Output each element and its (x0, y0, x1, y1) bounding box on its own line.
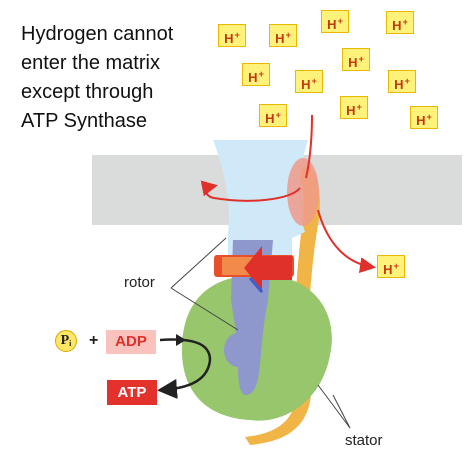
proton-box: H+ (340, 96, 368, 119)
proton-entry-line (305, 114, 313, 179)
proton-box: H+ (218, 24, 246, 47)
caption-line-2: enter the matrix (21, 52, 160, 74)
a-subunit (287, 158, 319, 226)
proton-box: H+ (388, 70, 416, 93)
phosphate-icon: Pi (55, 330, 77, 352)
rotation-arrow (244, 246, 292, 290)
adp-box: ADP (106, 330, 156, 354)
caption-line-1: Hydrogen cannot (21, 23, 174, 45)
caption: Hydrogen cannot enter the matrix except … (21, 20, 221, 136)
plus-sign: + (89, 332, 99, 349)
proton-box: H+ (386, 11, 414, 34)
rotor-pointer-2 (170, 287, 239, 331)
rotor-blue-mark (248, 277, 264, 293)
proton-box: H+ (259, 104, 287, 127)
proton-box: H+ (295, 70, 323, 93)
reaction-head-top (176, 334, 186, 346)
proton-box: H+ (342, 48, 370, 71)
stator-label: stator (345, 432, 383, 449)
reaction-out-arrow (157, 359, 212, 399)
caption-line-3: except through (21, 81, 154, 103)
proton-exit-line (317, 209, 376, 274)
stator-pointer-2 (332, 394, 351, 429)
proton-box: H+ (269, 24, 297, 47)
atp-box: ATP (107, 380, 157, 405)
proton-box-matrix: H+ (377, 255, 405, 278)
reaction-in-arrow (159, 338, 212, 361)
caption-line-4: ATP Synthase (21, 110, 147, 132)
rotor-pointer-1 (170, 237, 227, 289)
proton-box: H+ (242, 63, 270, 86)
proton-box: H+ (410, 106, 438, 129)
proton-box: H+ (321, 10, 349, 33)
stator-pointer-1 (317, 384, 351, 429)
rotor-label: rotor (124, 274, 155, 291)
proton-rotation-line (200, 180, 301, 202)
rotor-bulge (224, 333, 252, 367)
